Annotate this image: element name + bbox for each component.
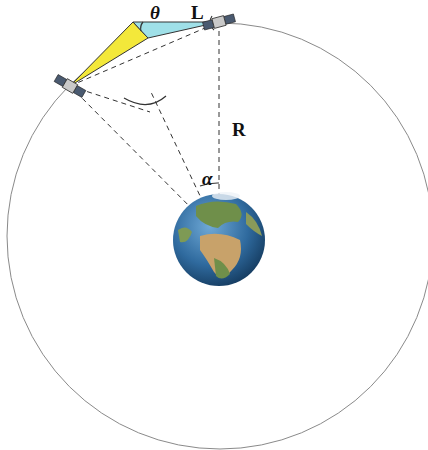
- radius-label: R: [232, 120, 246, 139]
- angle-arcs: [124, 16, 219, 186]
- angle-label: α: [202, 169, 213, 188]
- earth: [173, 192, 265, 286]
- angle-label: θ: [150, 3, 160, 22]
- orbit-circle: [7, 23, 428, 449]
- length-label: L: [191, 3, 204, 22]
- satellite: [202, 13, 235, 31]
- yellow-panel: [70, 22, 148, 86]
- satellite: [54, 74, 87, 99]
